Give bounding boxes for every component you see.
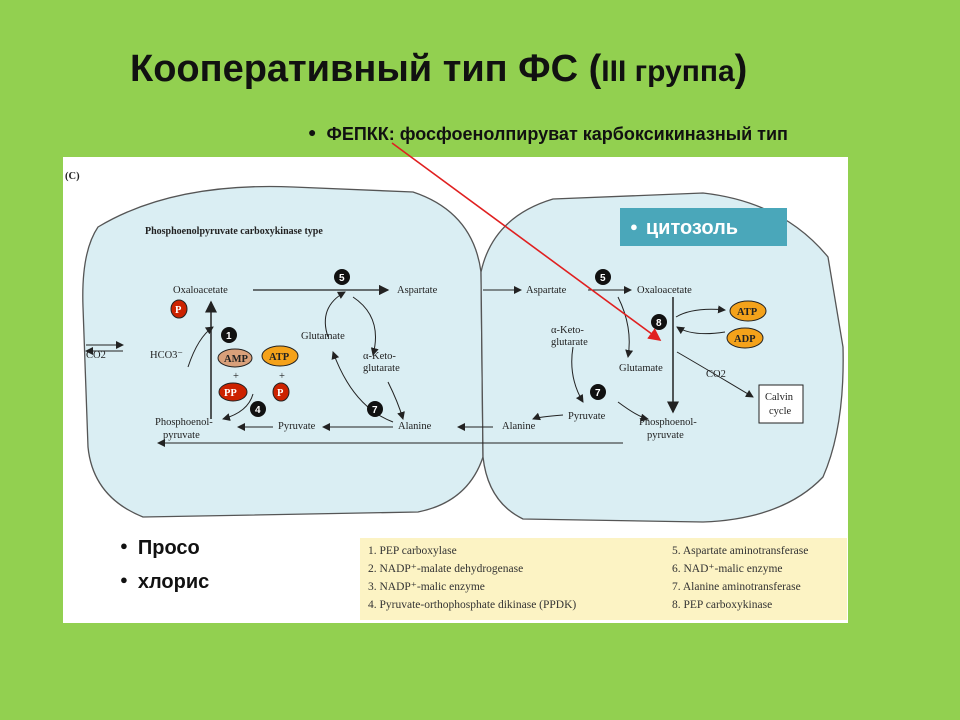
- left-glutamate: Glutamate: [301, 331, 345, 342]
- diagram-heading: Phosphoenolpyruvate carboxykinase type: [145, 226, 323, 237]
- left-pep: Phosphoenol-: [155, 417, 213, 428]
- svg-text:cycle: cycle: [769, 406, 791, 417]
- svg-text:Calvin: Calvin: [765, 392, 794, 403]
- legend-item: 4. Pyruvate-orthophosphate dikinase (PPD…: [368, 599, 577, 611]
- left-ketoglutarate-1: α-Keto-: [363, 351, 396, 362]
- pepck-bullet: ●ФЕПКК: фосфоенолпируват карбоксикиназны…: [308, 124, 788, 144]
- enzyme-number: 5: [600, 273, 606, 284]
- bullet-dot-icon: ●: [120, 572, 128, 587]
- left-pyruvate: Pyruvate: [278, 421, 316, 432]
- left-alanine: Alanine: [398, 421, 432, 432]
- right-glutamate: Glutamate: [619, 363, 663, 374]
- legend-item: 8. PEP carboxykinase: [672, 599, 773, 611]
- legend-item: 3. NADP⁺-malic enzyme: [368, 581, 485, 593]
- right-ketoglutarate-1: α-Keto-: [551, 325, 584, 336]
- enzyme-number: 4: [255, 405, 261, 416]
- phosphate-badge-left-2: P: [272, 382, 290, 402]
- legend-item: 7. Alanine aminotransferase: [672, 581, 801, 593]
- left-pep2: pyruvate: [163, 430, 200, 441]
- left-hco3: HCO3⁻: [150, 350, 183, 361]
- plant-item: ●Просо: [120, 537, 200, 559]
- enzyme-number: 7: [372, 405, 378, 416]
- svg-text:ATP: ATP: [737, 307, 758, 318]
- enzyme-legend: 1. PEP carboxylase 2. NADP⁺-malate dehyd…: [360, 538, 847, 620]
- bullet-dot-icon: ●: [308, 124, 317, 140]
- slide-title: Кооперативный тип ФС (III группа): [130, 48, 748, 90]
- enzyme-4-icon: [250, 401, 266, 417]
- calvin-cycle-box: Calvin cycle: [758, 384, 804, 424]
- left-ketoglutarate-2: glutarate: [363, 363, 400, 374]
- right-pyruvate: Pyruvate: [568, 411, 606, 422]
- right-alanine: Alanine: [502, 421, 536, 432]
- svg-text:P: P: [277, 388, 284, 399]
- svg-text:PP: PP: [224, 388, 237, 399]
- enzyme-7-icon: [590, 384, 606, 400]
- left-oxaloacetate: Oxaloacetate: [173, 285, 228, 296]
- plant-item: ●хлорис: [120, 571, 210, 593]
- cytosol-label: ●цитозоль: [620, 208, 787, 246]
- right-oxaloacetate: Oxaloacetate: [637, 285, 692, 296]
- svg-text:AMP: AMP: [224, 354, 248, 365]
- pepck-pathway-diagram: (C) Phosphoenolpyruvate carboxykinase ty…: [65, 171, 844, 523]
- atp-badge-right: ATP: [729, 300, 767, 322]
- plus-sign: +: [233, 371, 239, 382]
- enzyme-number: 8: [656, 318, 662, 329]
- left-co2: CO2: [86, 350, 106, 361]
- bullet-dot-icon: ●: [120, 538, 128, 553]
- legend-item: 5. Aspartate aminotransferase: [672, 545, 809, 557]
- right-pep: Phosphoenol-: [639, 417, 697, 428]
- legend-item: 1. PEP carboxylase: [368, 545, 457, 557]
- adp-badge: ADP: [726, 327, 764, 349]
- enzyme-8-icon: [651, 314, 667, 330]
- amp-badge: AMP: [217, 348, 253, 368]
- legend-item: 6. NAD⁺-malic enzyme: [672, 563, 783, 575]
- right-pep2: pyruvate: [647, 430, 684, 441]
- atp-badge-left: ATP: [261, 345, 299, 367]
- enzyme-7-icon: [367, 401, 383, 417]
- right-aspartate: Aspartate: [526, 285, 567, 296]
- phosphate-badge-left: P: [170, 299, 188, 319]
- svg-text:ADP: ADP: [734, 334, 756, 345]
- bullet-dot-icon: ●: [630, 219, 638, 234]
- enzyme-number: 1: [226, 331, 232, 342]
- svg-text:ATP: ATP: [269, 352, 290, 363]
- enzyme-5-icon: [334, 269, 350, 285]
- plant-examples-list: ●Просо ●хлорис: [120, 537, 209, 605]
- enzyme-number: 5: [339, 273, 345, 284]
- pyrophosphate-badge: PP: [218, 382, 248, 402]
- svg-text:P: P: [175, 305, 182, 316]
- enzyme-1-icon: [221, 327, 237, 343]
- left-aspartate: Aspartate: [397, 285, 438, 296]
- enzyme-5-icon: [595, 269, 611, 285]
- enzyme-number: 7: [595, 388, 601, 399]
- panel-label: (C): [65, 171, 80, 182]
- plus-sign: +: [279, 371, 285, 382]
- legend-item: 2. NADP⁺-malate dehydrogenase: [368, 563, 524, 575]
- right-ketoglutarate-2: glutarate: [551, 337, 588, 348]
